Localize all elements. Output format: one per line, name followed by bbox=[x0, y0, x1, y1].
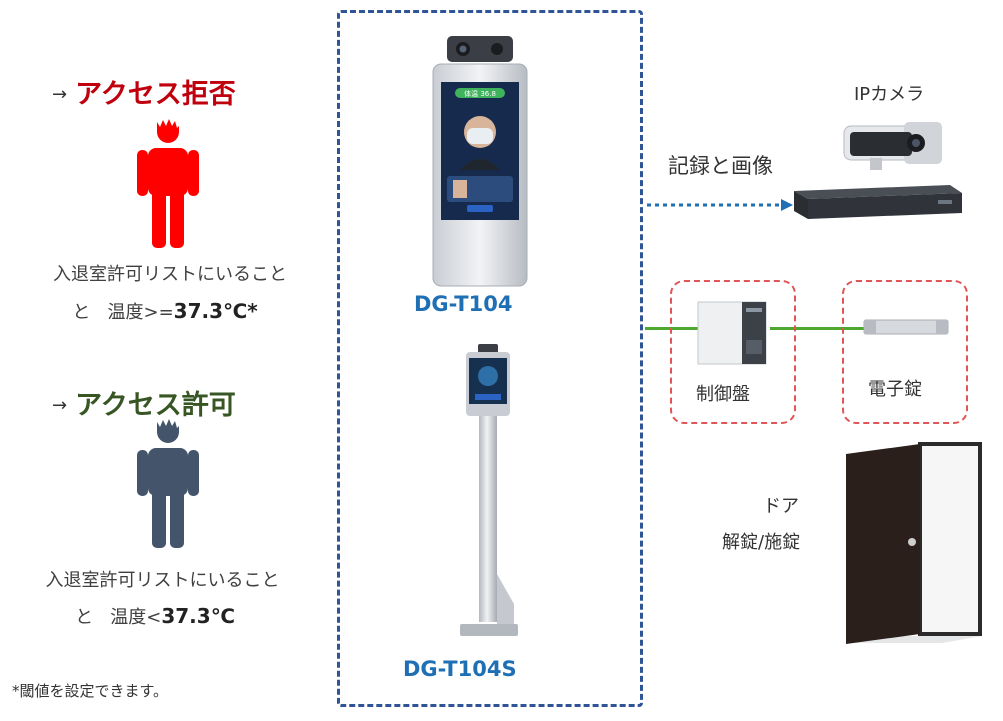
lock-label: 電子錠 bbox=[868, 379, 922, 400]
allow-condition-prefix: と bbox=[75, 607, 94, 628]
deny-heading: → アクセス拒否 bbox=[52, 72, 236, 111]
deny-condition-text: 温度>= bbox=[107, 302, 174, 323]
record-link-arrow bbox=[647, 199, 793, 211]
person-red-icon bbox=[137, 119, 199, 248]
person-gray-icon bbox=[137, 419, 199, 548]
arrow-icon: → bbox=[52, 84, 68, 105]
door-label-line2: 解錠/施錠 bbox=[722, 532, 801, 553]
device-panel bbox=[337, 10, 643, 707]
controller-panel-icon bbox=[697, 301, 767, 365]
allow-title: アクセス許可 bbox=[75, 390, 236, 421]
deny-condition-value: 37.3℃* bbox=[173, 299, 258, 323]
deny-condition-line1: 入退室許可リストにいること bbox=[53, 264, 287, 285]
allow-heading: → アクセス許可 bbox=[52, 383, 236, 422]
allow-condition-line2: と 温度<37.3℃ bbox=[35, 603, 275, 629]
ip-camera-label: IPカメラ bbox=[854, 84, 925, 105]
allow-condition-line1: 入退室許可リストにいること bbox=[45, 570, 280, 591]
record-label: 記録と画像 bbox=[668, 154, 773, 178]
threshold-footnote: *閾値を設定できます。 bbox=[12, 682, 169, 700]
allow-condition-text: 温度< bbox=[110, 607, 162, 628]
ip-camera-icon bbox=[843, 122, 942, 170]
door-label-line1: ドア bbox=[763, 496, 799, 517]
terminal-dg-t104-image: 体温 36.8 bbox=[432, 36, 528, 287]
deny-title: アクセス拒否 bbox=[75, 79, 236, 110]
deny-condition-prefix: と bbox=[72, 302, 91, 323]
model-label-dg-t104s: DG-T104S bbox=[403, 657, 517, 681]
arrow-icon: → bbox=[52, 395, 68, 416]
controller-box bbox=[670, 280, 796, 424]
nvr-recorder-icon bbox=[794, 185, 962, 219]
deny-condition-line2: と 温度>=37.3℃* bbox=[35, 298, 295, 324]
terminal-dg-t104s-image bbox=[460, 344, 518, 636]
model-label-dg-t104: DG-T104 bbox=[414, 292, 513, 316]
lock-box bbox=[842, 280, 968, 424]
screen-temp-badge: 体温 36.8 bbox=[464, 89, 496, 98]
controller-label: 制御盤 bbox=[696, 384, 750, 405]
electric-lock-icon bbox=[863, 319, 949, 335]
controller-to-lock-line bbox=[770, 327, 866, 330]
door-icon bbox=[842, 442, 982, 644]
device-to-controller-line bbox=[645, 327, 699, 330]
allow-condition-value: 37.3℃ bbox=[161, 604, 235, 628]
